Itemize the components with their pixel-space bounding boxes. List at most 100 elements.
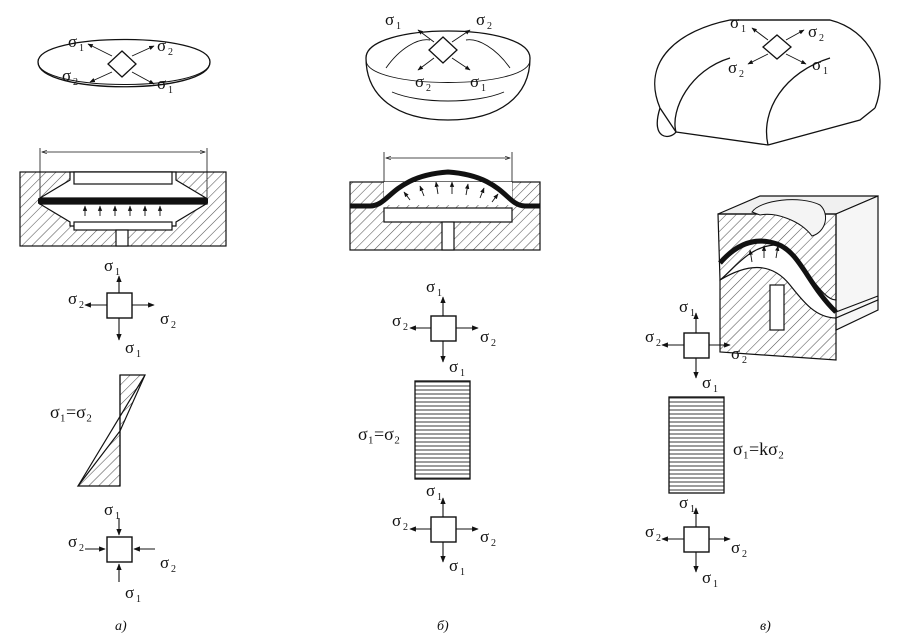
- sub-label: 2: [491, 538, 496, 549]
- sigma-label: σ: [104, 500, 113, 519]
- sub-label: 2: [73, 77, 78, 88]
- stress-element-a-mixed-labels: σ 1 σ 2 σ 2 σ 1: [68, 500, 176, 605]
- sigma-label: σ: [68, 32, 77, 51]
- dome-b-labels: σ 1 σ 2 σ 2 σ 1: [385, 10, 492, 94]
- sigma-label: σ: [645, 522, 654, 541]
- sigma-label: σ: [808, 22, 817, 41]
- half-cylinder-v-labels: σ 1 σ 2 σ 2 σ 1: [728, 13, 828, 80]
- sigma-label: σ: [728, 58, 737, 77]
- sub-label: 2: [403, 322, 408, 333]
- sub-label: 2: [487, 21, 492, 32]
- sub-label: 2: [656, 533, 661, 544]
- sigma-label: σ: [125, 583, 134, 602]
- sub-label: 2: [426, 83, 431, 94]
- sigma-label: σ: [415, 72, 424, 91]
- sigma-label: σ: [125, 338, 134, 357]
- caption-a: а): [115, 619, 127, 634]
- sub-label: 2: [742, 549, 747, 560]
- sub-label: 2: [171, 564, 176, 575]
- relation-label-b: σ₁=σ₂: [358, 424, 400, 444]
- sub-label: 2: [79, 300, 84, 311]
- stress-element-a-tension: [84, 275, 155, 341]
- sub-label: 1: [115, 267, 120, 278]
- sub-label: 2: [171, 320, 176, 331]
- sigma-label: σ: [480, 327, 489, 346]
- sigma-label: σ: [426, 277, 435, 296]
- sigma-label: σ: [160, 553, 169, 572]
- sigma-label: σ: [385, 10, 394, 29]
- sigma-label: σ: [160, 309, 169, 328]
- sigma-label: σ: [104, 256, 113, 275]
- stress-element-v-top: [661, 312, 731, 379]
- sigma-label: σ: [157, 74, 166, 93]
- sub-label: 2: [819, 33, 824, 44]
- stress-element-a-mixed: [85, 518, 155, 582]
- sub-label: 2: [79, 543, 84, 554]
- sigma-label: σ: [730, 13, 739, 32]
- sub-label: 1: [460, 368, 465, 379]
- column-b: σ 1 σ 2 σ 2 σ 1: [349, 10, 541, 634]
- sigma-label: σ: [392, 511, 401, 530]
- sigma-label: σ: [157, 36, 166, 55]
- sub-label: 1: [460, 567, 465, 578]
- sigma-label: σ: [470, 72, 479, 91]
- sub-label: 1: [437, 492, 442, 503]
- sigma-label: σ: [449, 357, 458, 376]
- sub-label: 1: [136, 349, 141, 360]
- sigma-label: σ: [480, 527, 489, 546]
- disc-a: [37, 38, 211, 88]
- sigma-label: σ: [812, 55, 821, 74]
- sub-label: 1: [741, 24, 746, 35]
- stress-element-v-top-labels: σ 1 σ 2 σ 2 σ 1: [645, 297, 747, 395]
- sub-label: 2: [742, 355, 747, 366]
- sub-label: 1: [168, 85, 173, 96]
- column-a: σ 1 σ 2 σ 2 σ 1: [19, 32, 227, 634]
- stress-diagram-a: [76, 374, 146, 487]
- sigma-label: σ: [731, 344, 740, 363]
- die-b: [349, 152, 541, 251]
- relation-label-v: σ₁=kσ₂: [733, 439, 784, 459]
- sub-label: 1: [713, 384, 718, 395]
- sub-label: 1: [690, 504, 695, 515]
- stress-element-b-top: [409, 296, 479, 363]
- sub-label: 1: [396, 21, 401, 32]
- stress-diagram-b: [414, 380, 471, 480]
- sigma-label: σ: [476, 10, 485, 29]
- stress-element-b-bottom-labels: σ 1 σ 2 σ 2 σ 1: [392, 481, 496, 578]
- sigma-label: σ: [68, 289, 77, 308]
- sigma-label: σ: [702, 373, 711, 392]
- sub-label: 1: [481, 83, 486, 94]
- stress-element-a-tension-labels: σ 1 σ 2 σ 2 σ 1: [68, 256, 176, 360]
- sub-label: 1: [690, 308, 695, 319]
- sub-label: 2: [403, 522, 408, 533]
- column-v: σ 1 σ 2 σ 2 σ 1: [645, 13, 881, 634]
- sub-label: 1: [437, 288, 442, 299]
- disc-a-labels: σ 1 σ 2 σ 2 σ 1: [62, 32, 173, 96]
- sub-label: 1: [79, 43, 84, 54]
- sigma-label: σ: [68, 532, 77, 551]
- sub-label: 1: [823, 66, 828, 77]
- stress-diagram-v: [668, 396, 725, 494]
- sigma-label: σ: [449, 556, 458, 575]
- sub-label: 2: [739, 69, 744, 80]
- sigma-label: σ: [426, 481, 435, 500]
- relation-label-a: σ₁=σ₂: [50, 402, 92, 422]
- stress-element-v-bottom-labels: σ 1 σ 2 σ 2 σ 1: [645, 493, 747, 590]
- sub-label: 1: [115, 511, 120, 522]
- half-cylinder-v: [654, 19, 881, 146]
- dome-b: [365, 29, 531, 121]
- stress-element-v-bottom: [661, 507, 731, 573]
- sub-label: 2: [168, 47, 173, 58]
- sigma-label: σ: [645, 327, 654, 346]
- sub-label: 2: [656, 338, 661, 349]
- sigma-label: σ: [679, 493, 688, 512]
- die-a: [19, 148, 227, 247]
- sub-label: 1: [713, 579, 718, 590]
- caption-b: б): [437, 619, 449, 634]
- stress-element-b-bottom: [409, 497, 479, 563]
- stress-element-b-top-labels: σ 1 σ 2 σ 2 σ 1: [392, 277, 496, 379]
- sub-label: 2: [491, 338, 496, 349]
- caption-v: в): [760, 619, 771, 634]
